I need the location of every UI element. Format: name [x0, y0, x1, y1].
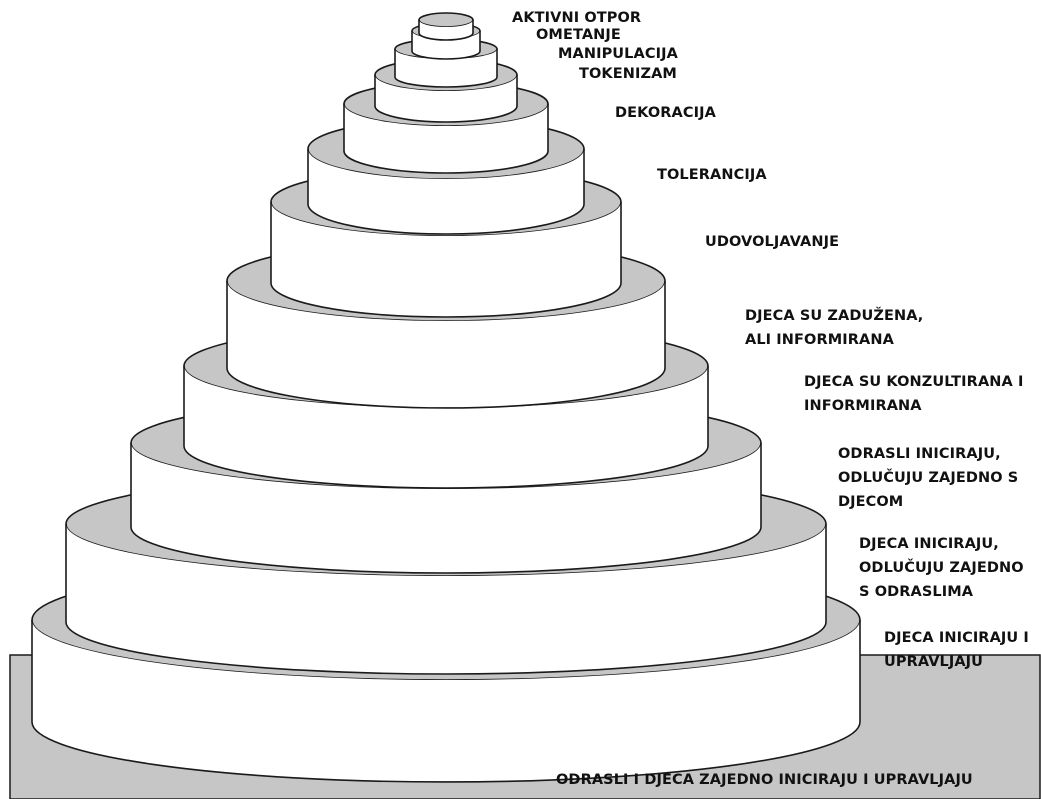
label-line: DJECA SU KONZULTIRANA I — [804, 374, 1024, 390]
level-label-tokenizam: TOKENIZAM — [579, 66, 677, 82]
tier-8-outline — [343, 104, 549, 174]
label-line: DJECA SU ZADUŽENA, — [745, 308, 924, 324]
level-label-manipulacija: MANIPULACIJA — [558, 46, 678, 62]
pyramid-tiers — [31, 12, 861, 783]
tier-5-face — [227, 281, 665, 408]
level-label-aktivni-otpor: AKTIVNI OTPOR — [512, 10, 642, 26]
tier-7-outline — [307, 149, 585, 235]
level-label-udovoljavanje: UDOVOLJAVANJE — [705, 234, 840, 250]
tier-1-face — [32, 620, 860, 782]
level-label-djeca-upravljaju: DJECA INICIRAJU I UPRAVLJAJU — [884, 626, 1029, 674]
label-line: UPRAVLJAJU — [884, 654, 984, 670]
label-line: DJECA INICIRAJU I — [884, 630, 1029, 646]
label-line: DJECOM — [838, 494, 904, 510]
tier-10-face — [395, 49, 497, 87]
tier-8-face — [344, 104, 548, 173]
tier-4-face — [184, 366, 708, 488]
tier-3-face — [131, 443, 761, 573]
tier-11-outline — [411, 31, 481, 60]
label-line: ALI INFORMIRANA — [745, 332, 894, 348]
tier-5-outline — [226, 281, 666, 409]
tier-3-outline — [130, 443, 762, 574]
tier-7-face — [308, 149, 584, 234]
tier-12-face — [419, 20, 473, 40]
label-line: S ODRASLIMA — [859, 584, 974, 600]
level-label-zaduzena-informirana: DJECA SU ZADUŽENA, ALI INFORMIRANA — [745, 304, 923, 352]
tier-9-outline — [374, 75, 518, 123]
tier-4-outline — [183, 366, 709, 489]
label-line: ODLUČUJU ZAJEDNO S — [838, 470, 1019, 486]
tier-12-outline — [418, 20, 474, 41]
level-label-tolerancija: TOLERANCIJA — [657, 167, 767, 183]
label-line: ODRASLI INICIRAJU, — [838, 446, 1001, 462]
level-label-konzultirana-informirana: DJECA SU KONZULTIRANA I INFORMIRANA — [804, 370, 1023, 418]
tier-12 — [418, 12, 474, 41]
tier-6-outline — [270, 202, 622, 318]
tier-9-face — [375, 75, 517, 122]
level-label-dekoracija: DEKORACIJA — [615, 105, 716, 121]
level-label-djeca-iniciraju-zajedno: DJECA INICIRAJU, ODLUČUJU ZAJEDNO S ODRA… — [859, 532, 1024, 604]
label-line: INFORMIRANA — [804, 398, 922, 414]
base-label: ODRASLI I DJECA ZAJEDNO INICIRAJU I UPRA… — [556, 772, 973, 788]
tier-2-face — [66, 524, 826, 674]
tier-2-outline — [65, 524, 827, 675]
label-line: ODLUČUJU ZAJEDNO — [859, 560, 1024, 576]
tier-6-face — [271, 202, 621, 317]
level-label-odrasli-iniciraju: ODRASLI INICIRAJU, ODLUČUJU ZAJEDNO S DJ… — [838, 442, 1018, 514]
tier-1-outline — [31, 620, 861, 783]
tier-12-top — [418, 12, 474, 28]
label-line: DJECA INICIRAJU, — [859, 536, 999, 552]
tier-10-outline — [394, 49, 498, 88]
level-label-ometanje: OMETANJE — [536, 27, 621, 43]
